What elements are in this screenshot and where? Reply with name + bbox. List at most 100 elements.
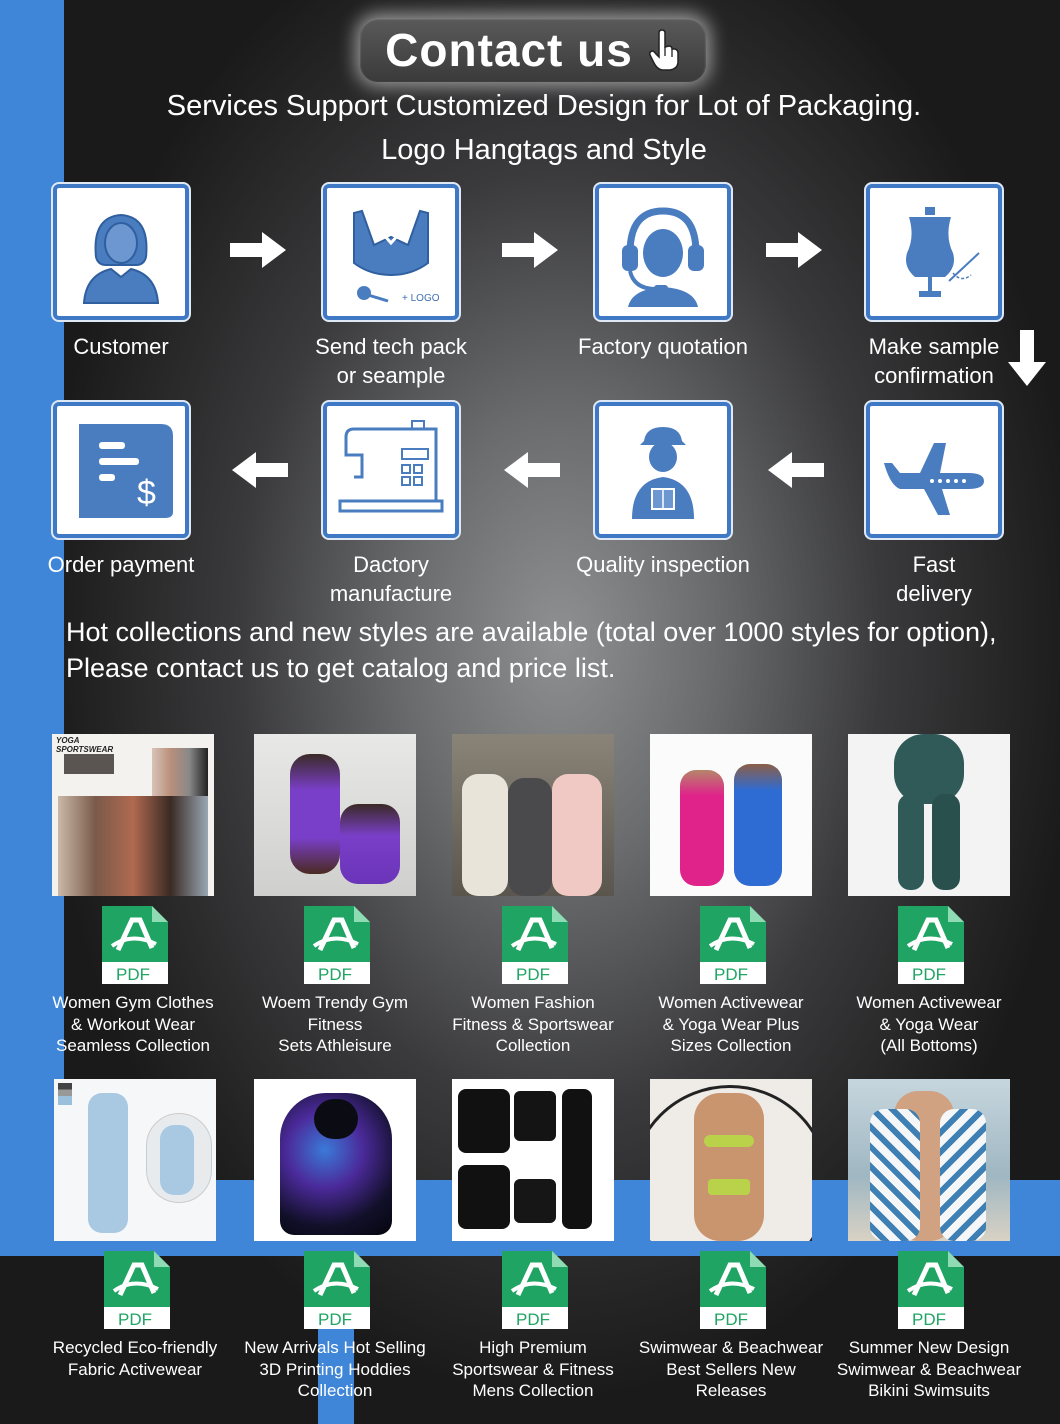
arrow-right-icon [766, 232, 822, 268]
product-image[interactable]: YOGA SPORTSWEAR [52, 734, 214, 896]
headset-agent-icon [622, 207, 704, 307]
product-image[interactable] [54, 1079, 216, 1241]
step-icon-box [595, 184, 731, 320]
product-image[interactable] [650, 1079, 812, 1241]
pdf-icon[interactable]: PDF [892, 1249, 966, 1331]
product-image[interactable] [452, 1079, 614, 1241]
product-caption: Women Gym Clothes & Workout Wear Seamles… [52, 993, 214, 1055]
customer-icon [82, 213, 160, 304]
product-card[interactable]: PDF Women Fashion Fitness & Sportswear C… [433, 734, 633, 1057]
product-image[interactable] [254, 1079, 416, 1241]
product-caption: Women Activewear & Yoga Wear (All Bottom… [856, 993, 1002, 1055]
pdf-icon[interactable]: PDF [298, 904, 372, 986]
pdf-icon[interactable]: PDF [298, 1249, 372, 1331]
svg-text:PDF: PDF [318, 1310, 352, 1329]
inspector-icon [632, 427, 694, 519]
step-label: Factory quotation [578, 334, 748, 359]
step-icon-box [595, 402, 731, 538]
step-order-payment: $ Order payment [21, 402, 221, 579]
step-icon-box: $ [53, 402, 189, 538]
product-card[interactable]: PDF High Premium Sportswear & Fitness Me… [433, 1079, 633, 1402]
product-card[interactable]: PDF Women Activewear & Yoga Wear (All Bo… [829, 734, 1029, 1057]
sports-bra-logo-icon: + LOGO [353, 209, 440, 304]
step-icon-box [323, 402, 459, 538]
step-label: Dactory manufacture [329, 552, 453, 606]
arrow-right-icon [230, 232, 286, 268]
svg-text:PDF: PDF [516, 965, 550, 984]
step-label: Order payment [47, 552, 195, 577]
arrow-left-icon [768, 452, 824, 488]
arrow-left-icon [232, 452, 288, 488]
product-card[interactable]: PDF New Arrivals Hot Selling 3D Printing… [235, 1079, 435, 1402]
step-icon-box: + LOGO [323, 184, 459, 320]
arrow-down-icon [1008, 330, 1046, 386]
svg-text:PDF: PDF [516, 1310, 550, 1329]
arrow-left-icon [504, 452, 560, 488]
svg-text:$: $ [137, 474, 156, 512]
yoga-sportswear-text: YOGA SPORTSWEAR [56, 736, 114, 754]
product-caption: New Arrivals Hot Selling 3D Printing Hod… [244, 1338, 426, 1400]
product-image[interactable] [848, 734, 1010, 896]
pdf-icon[interactable]: PDF [496, 1249, 570, 1331]
product-card[interactable]: PDF Summer New Design Swimwear & Beachwe… [829, 1079, 1029, 1402]
subtitle-line-2: Logo Hangtags and Style [381, 134, 707, 166]
step-label: Quality inspection [576, 552, 750, 577]
step-label: Make sample confirmation [868, 334, 1000, 388]
step-label: Fast delivery [896, 552, 972, 606]
step-label: Send tech pack or seample [315, 334, 467, 388]
pointing-hand-icon [648, 29, 679, 71]
step-send-tech-pack: + LOGO Send tech pack or seample [291, 184, 491, 390]
pdf-icon[interactable]: PDF [496, 904, 570, 986]
hot-collections-text: Hot collections and new styles are avail… [66, 614, 1060, 686]
product-card[interactable]: PDF Recycled Eco-friendly Fabric Activew… [35, 1079, 235, 1380]
step-label: Customer [73, 334, 169, 359]
step-fast-delivery: Fast delivery [834, 402, 1034, 608]
product-caption: Summer New Design Swimwear & Beachwear B… [836, 1338, 1022, 1400]
product-caption: Swimwear & Beachwear Best Sellers New Re… [638, 1338, 824, 1400]
pdf-icon[interactable]: PDF [892, 904, 966, 986]
pdf-icon[interactable]: PDF [694, 1249, 768, 1331]
subtitle-line-1: Services Support Customized Design for L… [166, 90, 922, 122]
contact-us-button[interactable]: Contact us [360, 18, 706, 82]
product-caption: Woem Trendy Gym Fitness Sets Athleisure [261, 993, 409, 1055]
product-image[interactable] [254, 734, 416, 896]
svg-text:PDF: PDF [714, 965, 748, 984]
sewing-machine-icon [338, 420, 444, 513]
step-factory-manufacture: Dactory manufacture [291, 402, 491, 608]
svg-text:PDF: PDF [118, 1310, 152, 1329]
pdf-icon[interactable]: PDF [98, 1249, 172, 1331]
product-caption: Women Fashion Fitness & Sportswear Colle… [452, 993, 614, 1055]
step-customer: Customer [21, 184, 221, 361]
step-icon-box [866, 402, 1002, 538]
svg-text:PDF: PDF [116, 965, 150, 984]
svg-text:PDF: PDF [318, 965, 352, 984]
pdf-icon[interactable]: PDF [96, 904, 170, 986]
dress-form-icon [906, 207, 980, 297]
step-icon-box [866, 184, 1002, 320]
step-make-sample: Make sample confirmation [834, 184, 1034, 390]
hot-line-2: Please contact us to get catalog and pri… [66, 653, 616, 683]
hot-line-1: Hot collections and new styles are avail… [66, 617, 997, 647]
product-card[interactable]: PDF Women Activewear & Yoga Wear Plus Si… [631, 734, 831, 1057]
step-icon-box [53, 184, 189, 320]
airplane-icon [884, 443, 984, 515]
svg-text:PDF: PDF [912, 1310, 946, 1329]
svg-text:PDF: PDF [714, 1310, 748, 1329]
product-caption: Recycled Eco-friendly Fabric Activewear [52, 1338, 218, 1379]
arrow-right-icon [502, 232, 558, 268]
product-card[interactable]: PDF Swimwear & Beachwear Best Sellers Ne… [631, 1079, 831, 1402]
contact-us-label: Contact us [385, 24, 633, 76]
step-quality-inspection: Quality inspection [563, 402, 763, 579]
product-caption: High Premium Sportswear & Fitness Mens C… [452, 1338, 614, 1400]
svg-text:PDF: PDF [912, 965, 946, 984]
product-caption: Women Activewear & Yoga Wear Plus Sizes … [658, 993, 804, 1055]
invoice-dollar-icon: $ [79, 424, 173, 518]
logo-text: + LOGO [402, 293, 440, 304]
product-card[interactable]: PDF Woem Trendy Gym Fitness Sets Athleis… [235, 734, 435, 1057]
step-factory-quotation: Factory quotation [563, 184, 763, 361]
product-card[interactable]: YOGA SPORTSWEAR PDF Women Gym Clothes & … [33, 734, 233, 1057]
product-image[interactable] [650, 734, 812, 896]
product-image[interactable] [452, 734, 614, 896]
product-image[interactable] [848, 1079, 1010, 1241]
pdf-icon[interactable]: PDF [694, 904, 768, 986]
